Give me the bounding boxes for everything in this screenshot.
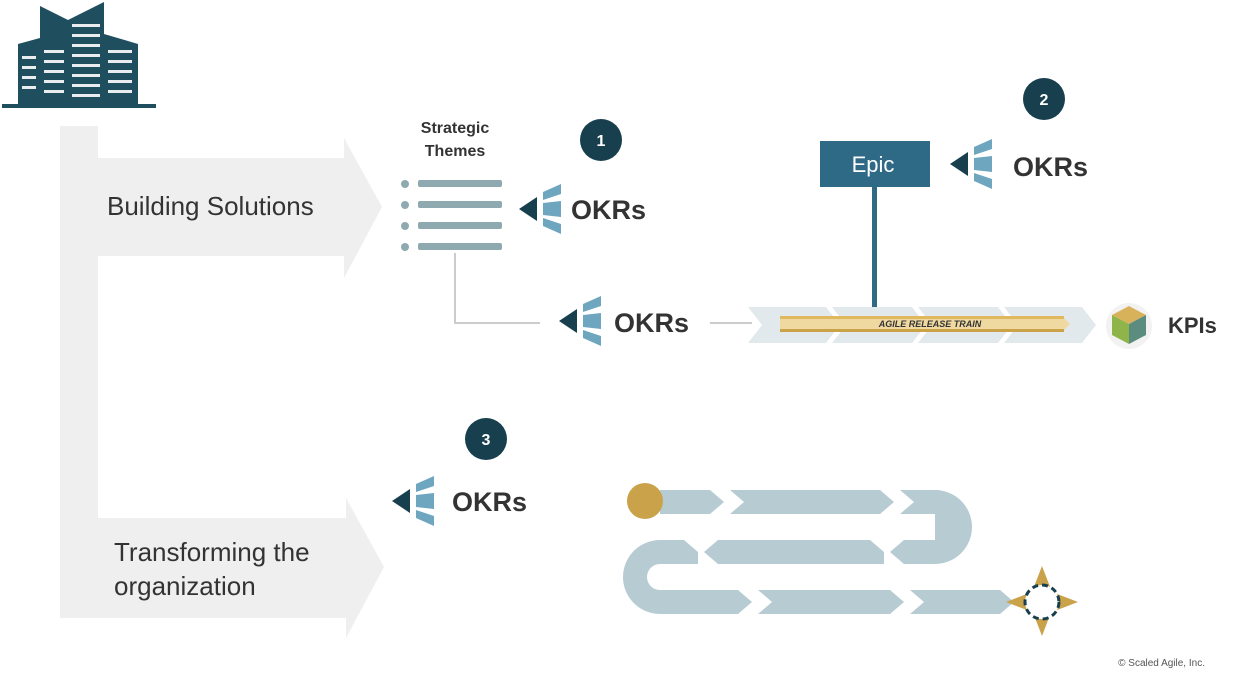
- okrs-themes-label: OKRs: [571, 195, 646, 225]
- start-circle-icon: [627, 483, 663, 519]
- okrs-art-label: OKRs: [614, 308, 689, 338]
- badge-3: 3: [465, 418, 507, 460]
- copyright-notice: © Scaled Agile, Inc.: [1118, 658, 1205, 669]
- svg-text:1: 1: [597, 133, 606, 150]
- epic-stem: [872, 186, 877, 310]
- okrs-epic-label: OKRs: [1013, 152, 1088, 182]
- themes-connector-line: [454, 253, 540, 324]
- okr-chevron-icon: [519, 184, 561, 234]
- art-label: AGILE RELEASE TRAIN: [878, 319, 982, 329]
- office-buildings-icon: [2, 2, 156, 108]
- roadmap-path: [623, 490, 1014, 614]
- cube-icon: [1106, 303, 1152, 349]
- kpis-label: KPIs: [1168, 313, 1217, 338]
- okr-chevron-icon: [392, 476, 434, 526]
- transforming-label-line2: organization: [114, 571, 256, 601]
- badge-1: 1: [580, 119, 622, 161]
- strategic-themes-list-icon: [401, 180, 502, 251]
- agile-release-train: AGILE RELEASE TRAIN: [748, 307, 1096, 343]
- strategic-themes-line1: Strategic: [421, 120, 490, 137]
- compass-target-icon: [1006, 566, 1078, 636]
- okrs-transform-label: OKRs: [452, 487, 527, 517]
- transforming-arrow: [60, 126, 384, 638]
- strategic-themes-line2: Themes: [425, 143, 486, 160]
- svg-text:3: 3: [482, 432, 491, 449]
- okr-chevron-icon: [950, 139, 992, 189]
- building-solutions-arrow: [60, 126, 382, 278]
- epic-label: Epic: [852, 152, 895, 177]
- epic-box: [820, 141, 930, 187]
- transforming-label-line1: Transforming the: [114, 537, 310, 567]
- okr-chevron-icon: [559, 296, 601, 346]
- building-solutions-label: Building Solutions: [107, 191, 314, 221]
- svg-text:2: 2: [1040, 92, 1049, 109]
- badge-2: 2: [1023, 78, 1065, 120]
